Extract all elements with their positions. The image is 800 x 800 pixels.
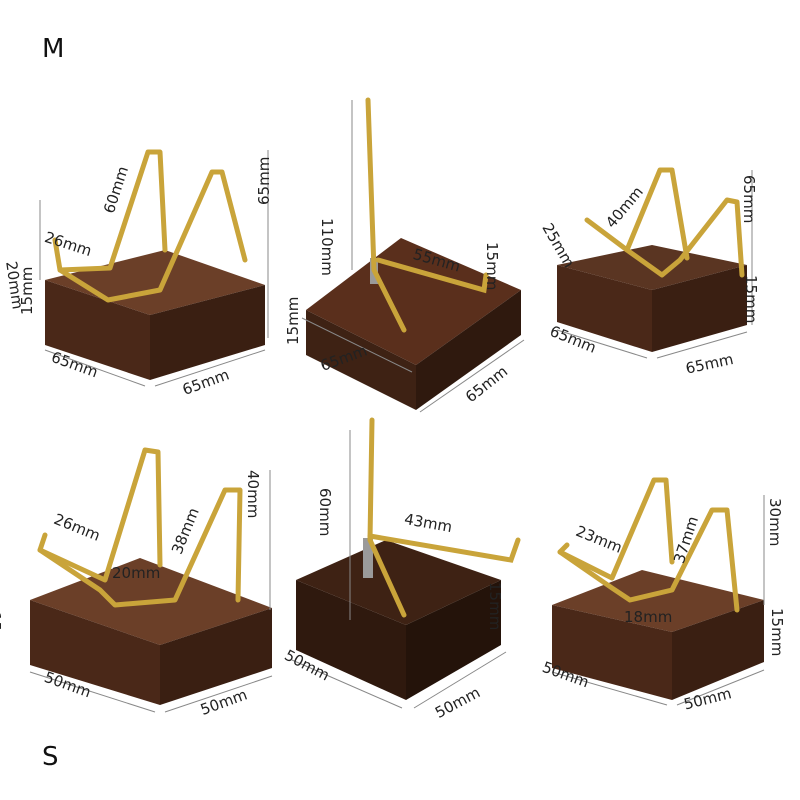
dim-m2-hook-height: 15mm xyxy=(483,242,501,291)
dim-s1-base-height: 15mm xyxy=(0,612,4,661)
dim-m3-total-height: 65mm xyxy=(740,175,758,224)
dim-m1-base-height: 15mm xyxy=(18,266,36,315)
dim-s2-post-height: 60mm xyxy=(316,488,334,537)
size-label-s: S xyxy=(42,742,59,772)
stand-m-tall-post: 110mm 55mm 15mm 15mm 65mm 65mm xyxy=(266,90,532,450)
stand-s-double-arch: 26mm 38mm 20mm 40mm 15mm 50mm 50mm xyxy=(0,440,273,800)
stand-m-double-arch: 60mm 65mm 20mm 26mm 15mm 65mm 65mm xyxy=(0,90,273,450)
stand-s1-illustration xyxy=(29,447,273,713)
dim-m2-base-height: 15mm xyxy=(284,296,302,345)
dim-m3-base-height: 15mm xyxy=(742,275,760,324)
stand-m3-illustration xyxy=(556,167,753,359)
stand-m2-illustration xyxy=(301,97,525,413)
size-label-m: M xyxy=(42,34,65,64)
stand-m-wide-arch: 40mm 25mm 65mm 15mm 65mm 65mm xyxy=(532,90,798,450)
stand-s-compact-arch: 23mm 37mm 18mm 30mm 15mm 50mm 50mm xyxy=(532,440,798,800)
dim-s3-base-height: 15mm xyxy=(768,608,786,657)
stand-m1-illustration xyxy=(39,149,269,387)
dim-s1-arch-gap: 20mm xyxy=(112,564,161,582)
dim-m2-post-height: 110mm xyxy=(318,218,336,276)
dim-s3-arch-gap: 18mm xyxy=(624,608,673,626)
stand-s3-illustration xyxy=(551,477,765,706)
dim-s3-total-height: 30mm xyxy=(766,498,784,547)
dim-s1-total-height: 40mm xyxy=(244,470,262,519)
stand-s2-illustration xyxy=(291,417,521,709)
stand-s-short-post: 60mm 43mm 15mm 50mm 50mm xyxy=(266,410,532,770)
dim-s2-base-height: 15mm xyxy=(486,582,504,631)
